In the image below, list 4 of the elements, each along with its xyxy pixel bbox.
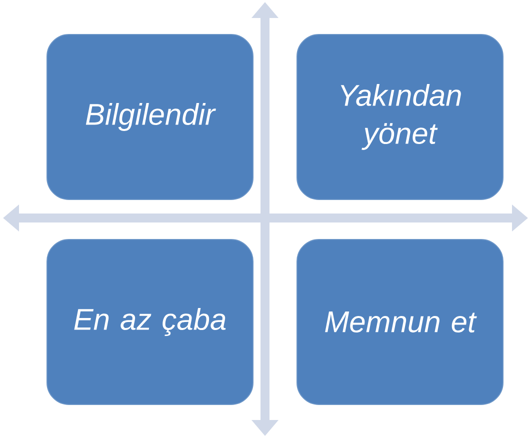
quadrant-box: Bilgilendir [46,34,254,200]
quadrant-box: Yakından yönet [296,34,504,200]
quadrant-box: Memnun et [296,238,504,405]
quadrant-box: En az çaba [46,238,254,405]
